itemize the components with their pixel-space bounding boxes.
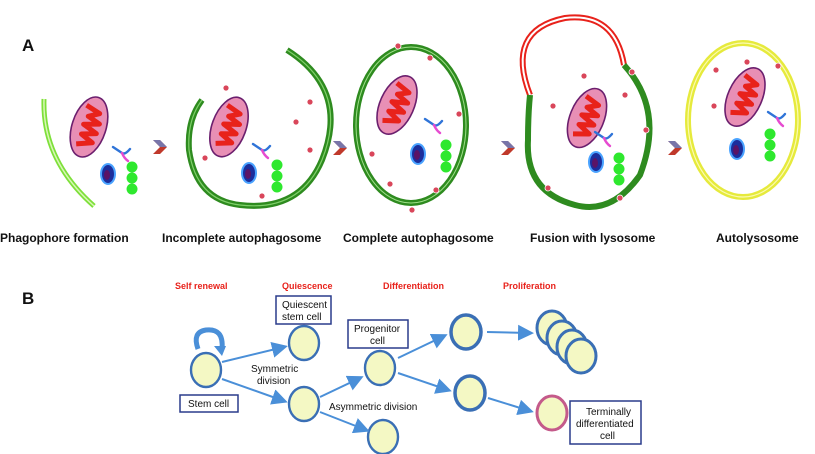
quiescent-label-line2: stem cell: [282, 312, 321, 323]
symmetric-division-line2: division: [257, 376, 290, 387]
fate-differentiation: Differentiation: [383, 281, 444, 291]
self-renewal-arrow: [193, 327, 225, 350]
division-arrows: [221, 324, 534, 434]
stem-cell-box: [179, 394, 239, 413]
stage-label-fusion: Fusion with lysosome: [530, 231, 656, 245]
phagophore-stage: [41, 92, 138, 208]
quiescent-label-line1: Quiescent: [282, 300, 327, 311]
panel-a-letter: A: [22, 36, 34, 55]
second-daughter-cell: [366, 418, 400, 454]
terminal-label-line1: Terminally: [586, 407, 631, 418]
fate-proliferation: Proliferation: [503, 281, 556, 291]
progenitor-label-line2: cell: [370, 336, 385, 347]
fate-quiescence: Quiescence: [282, 281, 333, 291]
differentiating-cell-lower: [453, 374, 487, 412]
stage-label-autolysosome: Autolysosome: [716, 231, 799, 245]
terminal-label-line3: cell: [600, 431, 615, 442]
stage-label-incomplete: Incomplete autophagosome: [162, 231, 322, 245]
quiescent-stem-cell-box: [275, 295, 332, 325]
autolysosome-stage: [685, 40, 801, 200]
panel-b-letter: B: [22, 289, 34, 308]
daughter-cell-asymmetric: [287, 385, 321, 423]
progenitor-cell-box: [347, 319, 409, 349]
incomplete-autophagosome-stage: [185, 47, 334, 209]
progenitor-label-line1: Progenitor: [354, 324, 401, 335]
proliferating-cell-cluster: [535, 309, 598, 375]
terminal-cell-box: [569, 400, 642, 445]
quiescent-stem-cell: [287, 324, 321, 362]
stem-cell-label: Stem cell: [188, 399, 229, 410]
asymmetric-division-label: Asymmetric division: [329, 402, 417, 413]
chevron-arrow-3: [501, 141, 515, 155]
terminal-label-line2: differentiated: [576, 419, 634, 430]
fusion-with-lysosome-stage: [519, 14, 653, 210]
differentiating-cell-upper: [449, 313, 483, 351]
terminal-cell: [535, 394, 569, 432]
stage-label-phagophore: Phagophore formation: [0, 231, 129, 245]
chevron-arrow-4: [668, 141, 682, 155]
symmetric-division-line1: Symmetric: [251, 364, 298, 375]
fate-self-renewal: Self renewal: [175, 281, 228, 291]
stem-cell: [189, 351, 223, 389]
stage-label-complete: Complete autophagosome: [343, 231, 494, 245]
chevron-arrow-1: [153, 140, 167, 154]
complete-autophagosome-stage: [353, 42, 469, 214]
progenitor-cell: [363, 349, 397, 387]
chevron-arrow-2: [333, 141, 347, 155]
